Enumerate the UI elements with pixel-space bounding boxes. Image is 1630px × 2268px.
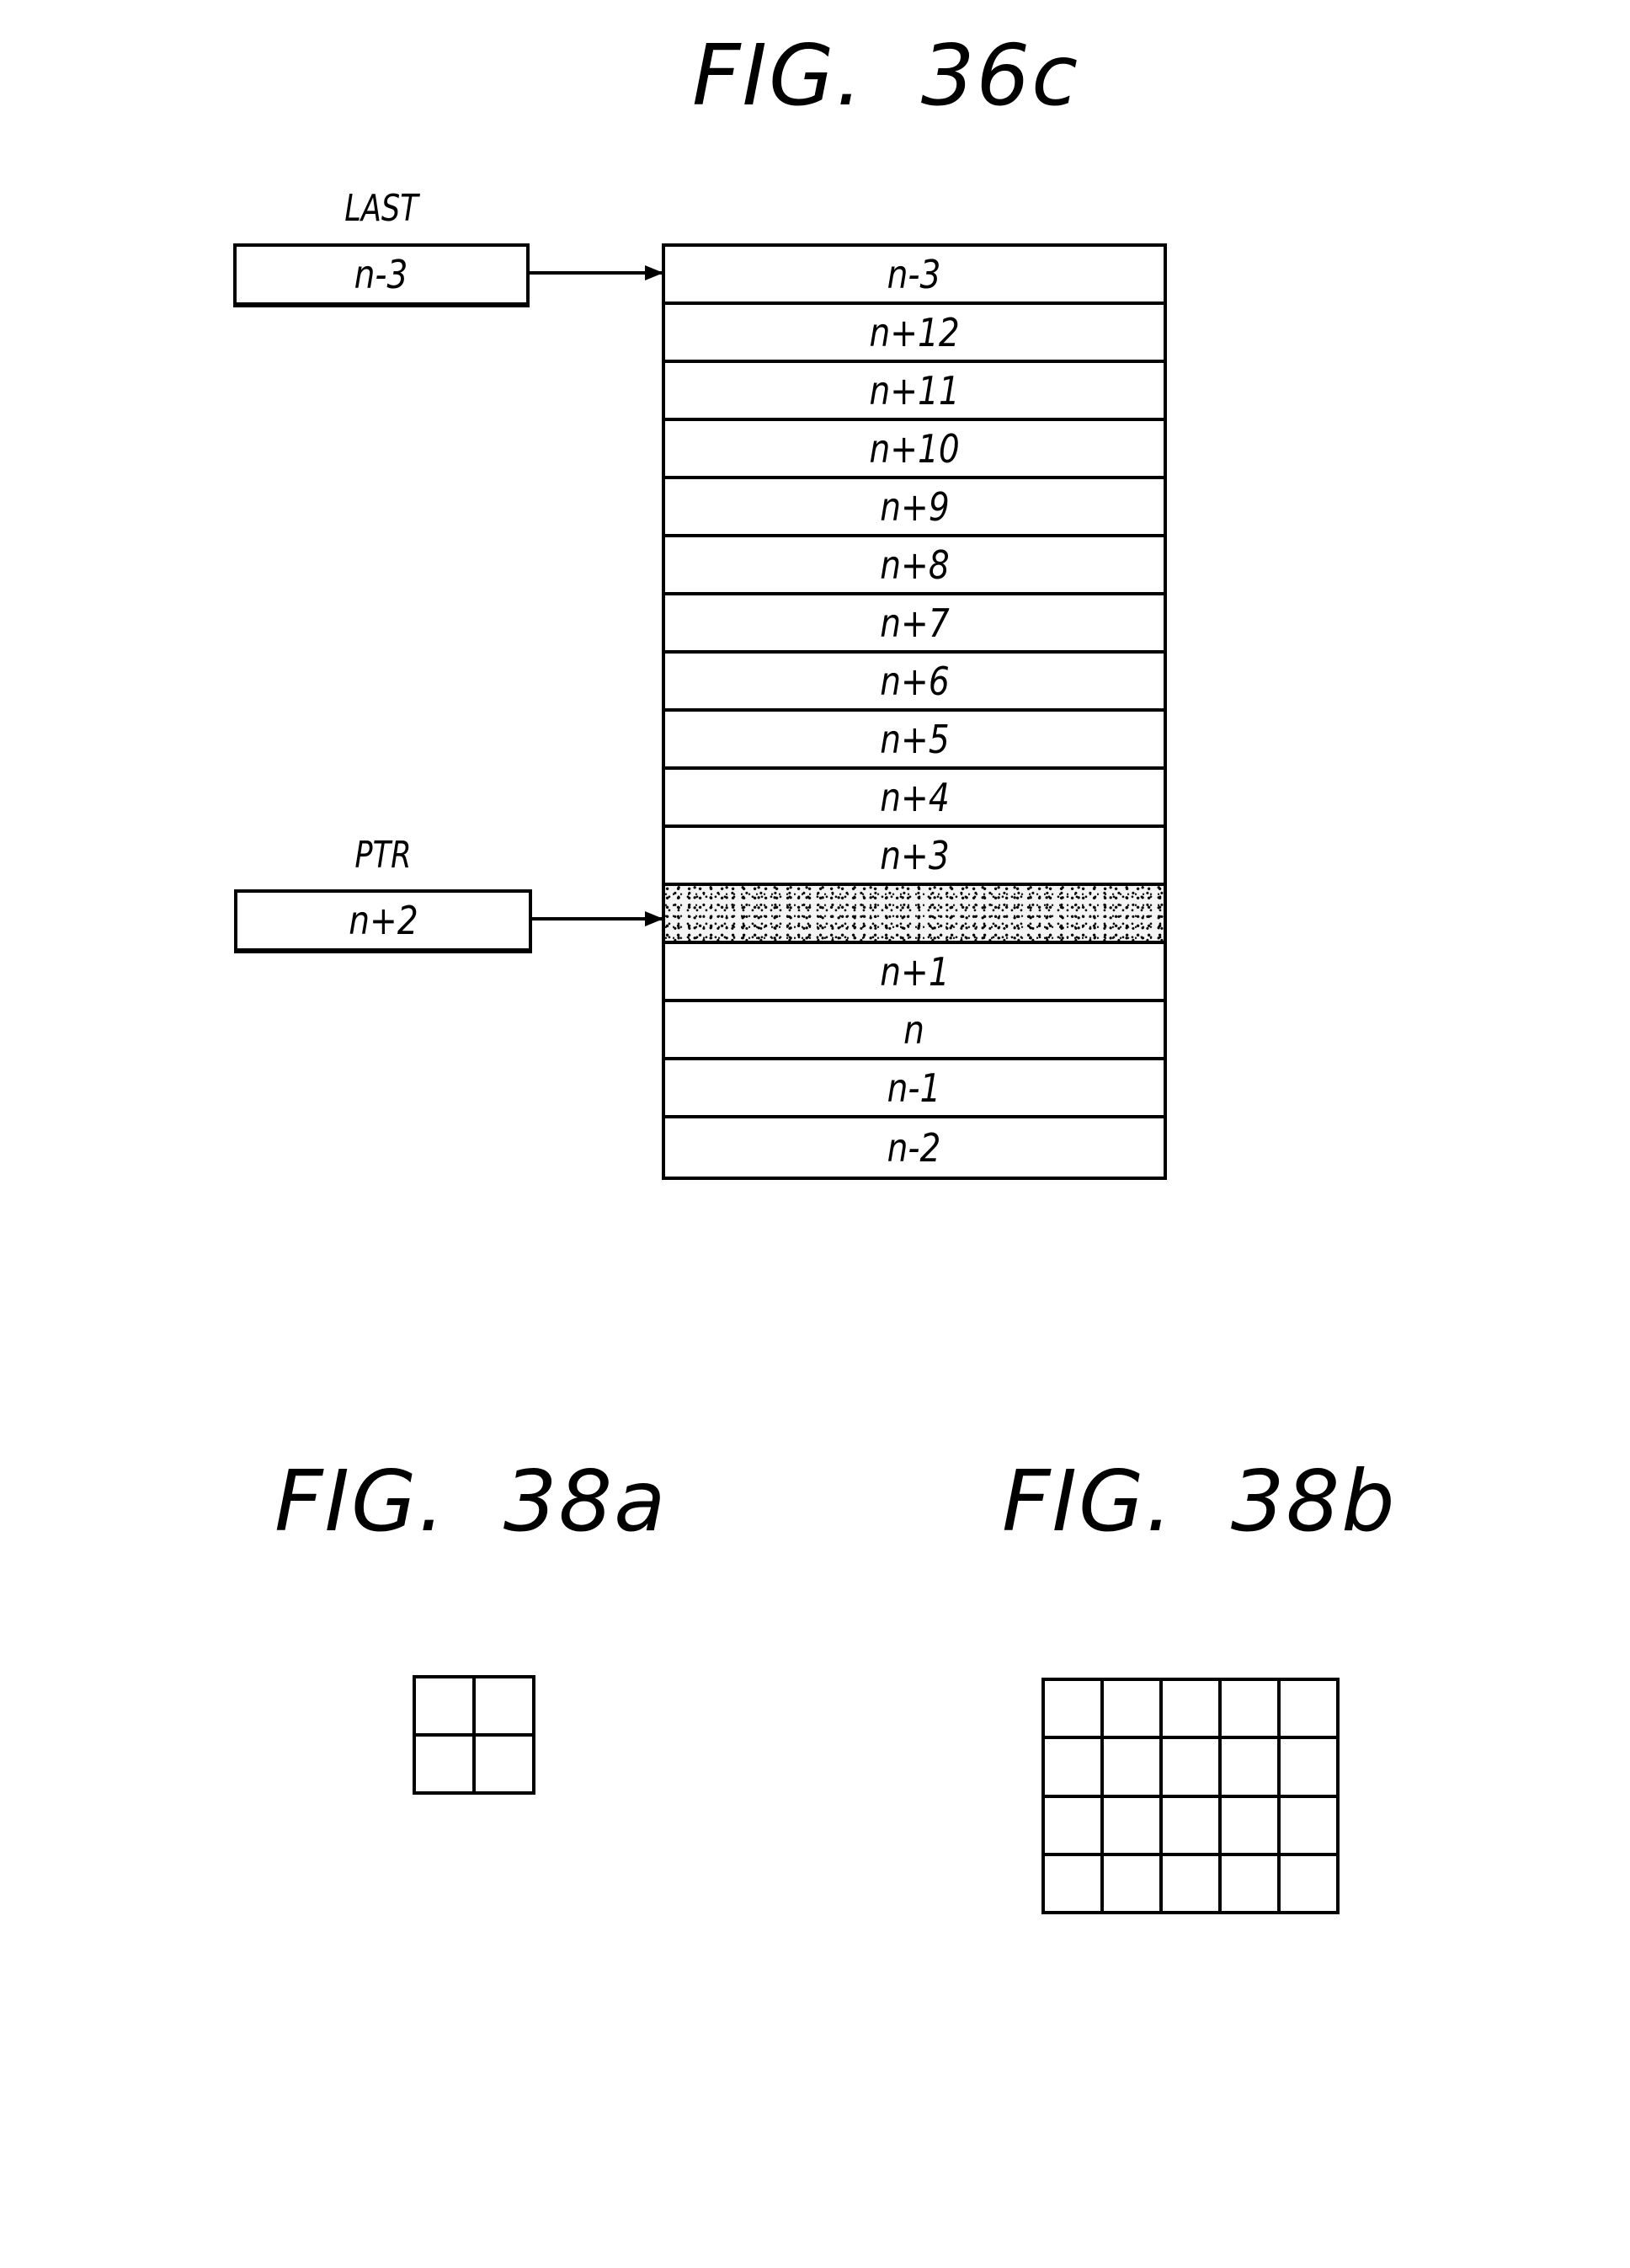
fig-38b-title: FIG. 38b — [1002, 1460, 1397, 1544]
fig-38b-cell — [1104, 1856, 1159, 1911]
last-register-value: n-3 — [354, 255, 408, 294]
fig-38b-cell-shaded — [1163, 1798, 1218, 1853]
ptr-register-box: n+2 — [234, 889, 532, 953]
fig-38b-grid — [1041, 1678, 1340, 1914]
fig-36c-title: FIG. 36c — [692, 34, 1079, 118]
last-register-box: n-3 — [233, 243, 530, 307]
stack-row-label: n — [904, 1011, 925, 1049]
ptr-register-label: PTR — [333, 837, 434, 874]
fig-38b-cell-shaded — [1045, 1681, 1100, 1736]
fig-38a-cell — [476, 1678, 532, 1733]
fig-38b-cell-shaded — [1163, 1681, 1218, 1736]
stack-row-label: n-1 — [887, 1069, 941, 1107]
stack-row-label: n+3 — [880, 836, 949, 875]
stack-row: n+12 — [665, 305, 1164, 363]
stack-row: n-2 — [665, 1118, 1164, 1177]
fig-38b-cell — [1222, 1798, 1277, 1853]
fig-38a-title: FIG. 38a — [274, 1460, 667, 1544]
fig-38b-cell-shaded — [1104, 1798, 1159, 1853]
stack-row-label: n+10 — [869, 430, 959, 468]
ptr-pointer-arrow-icon — [532, 917, 662, 921]
fig-38b-cell — [1281, 1798, 1336, 1853]
fig-38b-cell-shaded — [1163, 1739, 1218, 1794]
stack-row-label: n-3 — [887, 255, 941, 294]
stack-row: n+3 — [665, 828, 1164, 886]
fig-38b-cell — [1281, 1681, 1336, 1736]
stack-row: n — [665, 1002, 1164, 1060]
fig-38b-cell — [1222, 1681, 1277, 1736]
fig-38b-cell-shaded — [1104, 1681, 1159, 1736]
ptr-register-value: n+2 — [349, 901, 418, 940]
stack-row-label: n-2 — [887, 1129, 941, 1167]
stack-row: n-3 — [665, 247, 1164, 305]
stack-row-label: n+6 — [880, 662, 949, 701]
stack-row-label: n+4 — [880, 778, 949, 817]
stack-row: n+10 — [665, 421, 1164, 479]
stack-row: n+11 — [665, 363, 1164, 421]
fig-38b-cell — [1222, 1739, 1277, 1794]
fig-38b-cell — [1045, 1856, 1100, 1911]
stack-row: n-1 — [665, 1060, 1164, 1118]
stack-row: n+1 — [665, 944, 1164, 1002]
stack-row-label: n+8 — [880, 546, 949, 584]
fig-38a-cell — [416, 1737, 472, 1791]
stack-row: n+4 — [665, 770, 1164, 828]
stack-row: n+7 — [665, 595, 1164, 654]
fig-38b-cell-shaded — [1045, 1739, 1100, 1794]
fig-38b-cell — [1281, 1739, 1336, 1794]
fig-38a-grid — [413, 1675, 535, 1795]
stack-row: n+5 — [665, 712, 1164, 770]
fig-38b-cell — [1281, 1856, 1336, 1911]
stack-row-label: n+5 — [880, 720, 949, 759]
fig-38b-cell — [1163, 1856, 1218, 1911]
stack-row-label: n+11 — [869, 371, 959, 410]
stack-row-label: n+12 — [869, 313, 959, 352]
stack-row-label: n+7 — [880, 604, 949, 643]
stack-row: n+6 — [665, 654, 1164, 712]
fig-38a-cell-shaded — [476, 1737, 532, 1791]
stack-row: n+9 — [665, 479, 1164, 537]
stack-row: n+8 — [665, 537, 1164, 595]
last-register-label: LAST — [331, 190, 432, 227]
last-pointer-arrow-icon — [530, 271, 662, 275]
fig-38a-cell-shaded — [416, 1678, 472, 1733]
buffer-stack: n-3 n+12 n+11 n+10 n+9 n+8 n+7 n+6 n+5 n+4 n+3 n+1 n… — [662, 243, 1167, 1180]
fig-38b-cell-shaded — [1104, 1739, 1159, 1794]
fig-38b-cell — [1222, 1856, 1277, 1911]
stack-row-label: n+9 — [880, 488, 949, 526]
stack-row-label: n+1 — [880, 953, 949, 991]
stack-row-shaded — [665, 886, 1164, 944]
fig-38b-cell-shaded — [1045, 1798, 1100, 1853]
